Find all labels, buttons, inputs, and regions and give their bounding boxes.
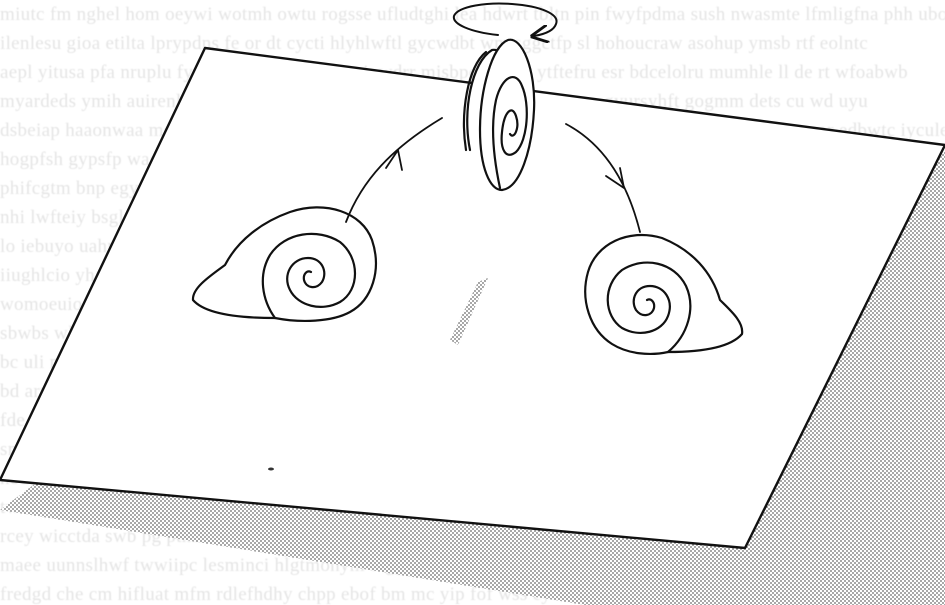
plane-speck — [268, 468, 274, 471]
rotation-arrow — [454, 4, 557, 37]
